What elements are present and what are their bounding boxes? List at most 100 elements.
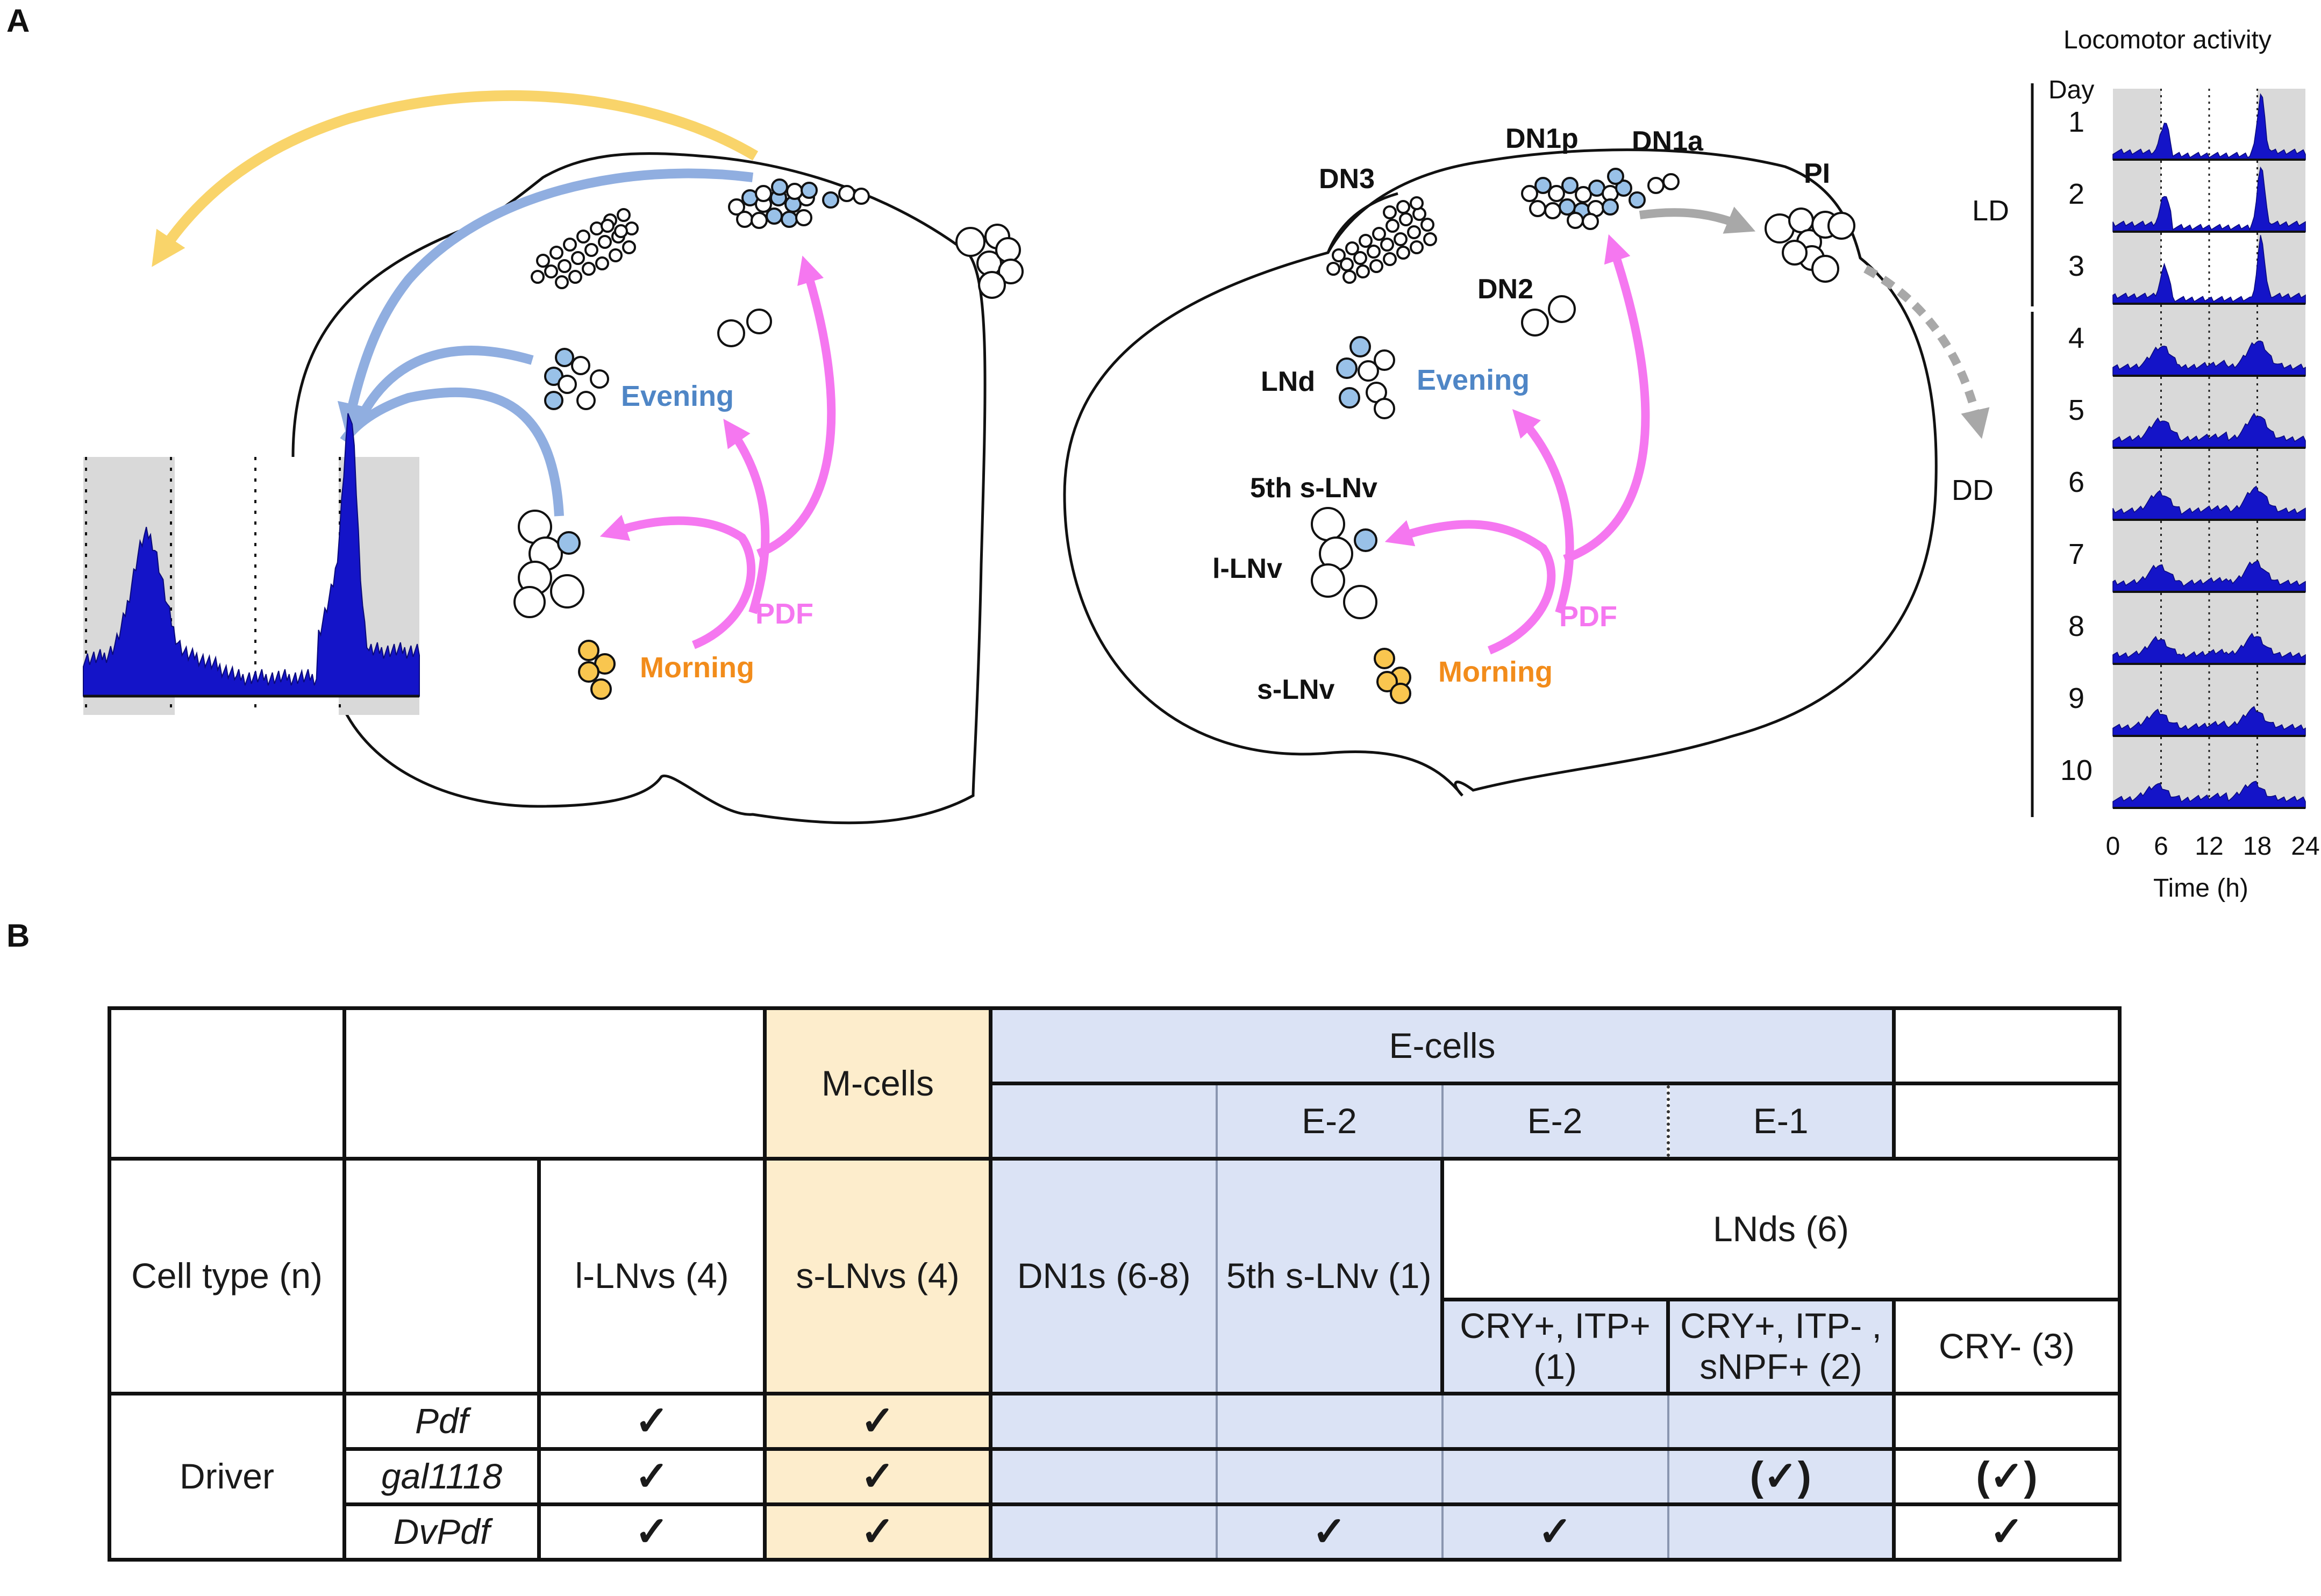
driver-name: gal1118 — [342, 1447, 541, 1506]
cell-type-row-1: Cell type (n) l-LNvs (4) s-LNvs (4) DN1s… — [108, 1157, 2122, 1395]
panel-label-a: A — [6, 3, 30, 39]
dn3-cell — [1353, 251, 1367, 265]
dn1s-cell: DN1s (6-8) — [989, 1157, 1218, 1395]
driver-row-pdf: Driver Pdf ✓ ✓ — [108, 1392, 2122, 1562]
dn3-cell — [582, 262, 596, 276]
s-lnv-cell — [1390, 683, 1411, 704]
dn1-cell — [1521, 185, 1538, 202]
dn3-cell — [1423, 232, 1437, 246]
dn2-label: DN2 — [1477, 274, 1533, 305]
dn3-cell — [1394, 232, 1408, 246]
dn1-cell — [1544, 202, 1561, 219]
pi-cell — [978, 271, 1006, 299]
gray-output-arrow — [1863, 264, 1990, 439]
pink-pdf-arrow-lnv — [599, 514, 756, 649]
actogram-row: 10 — [2060, 737, 2306, 809]
lnv-cell — [550, 574, 584, 609]
actogram-x-tick: 0 — [2106, 832, 2120, 861]
actogram-row: 4 — [2068, 305, 2306, 377]
left-pdf-label: PDF — [755, 598, 813, 630]
check-cell: ✓ — [537, 1392, 767, 1451]
left-brain-outline — [291, 152, 987, 825]
dn3-cell — [1326, 262, 1340, 276]
actogram-row: 1 — [2068, 89, 2306, 161]
e1-header: E-1 — [1666, 1082, 1896, 1161]
dn3-cell — [595, 256, 609, 270]
cell-type-blank — [342, 1157, 541, 1395]
driver-label: Driver — [108, 1392, 346, 1562]
s-lnv-cell — [578, 640, 599, 661]
dn1-cell — [771, 178, 788, 196]
dn1-cell — [1561, 177, 1579, 194]
dn1p-label: DN1p — [1505, 123, 1579, 154]
lnd-cell — [1358, 360, 1379, 382]
lnd-cell — [1349, 336, 1371, 357]
dn3-cell — [1345, 241, 1359, 255]
check-cell: (✓) — [1892, 1447, 2122, 1506]
check-cell: ✓ — [1441, 1502, 1669, 1562]
check-cell: ✓ — [763, 1392, 992, 1451]
right-brain-outline — [1063, 148, 1938, 797]
actogram-profile — [2112, 412, 2306, 448]
dn1-cell — [751, 212, 768, 229]
dn3-cell — [1386, 219, 1399, 233]
dn3-cell — [1372, 227, 1386, 241]
dd-label: DD — [1952, 474, 1994, 506]
e2-b-header: E-2 — [1441, 1082, 1669, 1161]
actogram-day-label: 8 — [2068, 610, 2084, 642]
check-cell — [1667, 1392, 1895, 1451]
yellow-feedback-arrow — [152, 90, 759, 267]
pi-cell — [995, 237, 1021, 263]
actogram-light-phase — [2161, 161, 2258, 232]
dn3-cell — [1369, 259, 1383, 273]
dn3-cell — [1396, 200, 1410, 214]
actogram-row: 2 — [2068, 161, 2306, 233]
lnv-cell — [1343, 585, 1377, 619]
panel-label-b: B — [6, 918, 30, 954]
actogram-row: 3 — [2068, 233, 2306, 305]
dn1-cell — [795, 209, 812, 226]
check-cell — [1441, 1447, 1669, 1506]
dn3-cell — [1399, 212, 1413, 226]
dn1-cell — [822, 191, 839, 209]
lnv-cell — [1311, 507, 1345, 541]
actogram-light-phase — [2161, 89, 2258, 160]
dn1-cell — [781, 211, 798, 228]
dn1-cell — [766, 207, 783, 225]
check-cell: ✓ — [537, 1447, 767, 1506]
actogram-light-phase — [2161, 233, 2258, 304]
check-cell: ✓ — [1892, 1502, 2122, 1562]
actogram-profile — [2112, 633, 2306, 664]
dn3-cell — [1396, 246, 1410, 260]
dn1-cell — [1629, 191, 1646, 209]
cry-itp-neg-cell: CRY+, ITP- , sNPF+ (2) — [1666, 1298, 1896, 1395]
actogram-profile — [2112, 166, 2306, 232]
dn3-cell — [555, 275, 569, 289]
actogram-title: Locomotor activity — [2063, 26, 2272, 54]
dn3-cell — [1410, 196, 1424, 210]
dn3-cell — [1359, 234, 1373, 248]
dn1-cell — [1548, 185, 1565, 202]
lnv-cell — [1311, 563, 1345, 598]
dn1-cell — [853, 188, 870, 205]
actogram-x-tick: 18 — [2243, 832, 2272, 861]
lnv-cell — [513, 586, 546, 618]
actogram-x-label: Time (h) — [2153, 874, 2248, 903]
e-blank-subheader — [989, 1082, 1218, 1161]
actogram-profile — [2112, 235, 2306, 304]
actogram-x-tick: 24 — [2291, 832, 2319, 861]
actogram-day-label: 10 — [2060, 754, 2093, 786]
lnd-cell — [1339, 387, 1360, 409]
lnd-cell — [590, 369, 609, 389]
s-lnv-cell — [1376, 671, 1398, 692]
lnv-cell — [557, 531, 581, 555]
pi-cell — [955, 227, 985, 257]
actogram-x-tick: 12 — [2195, 832, 2223, 861]
left-brain — [291, 152, 987, 825]
actogram-profile — [2112, 781, 2306, 808]
actogram-day-label: 4 — [2068, 322, 2084, 354]
pink-pdf-arrow-right-evening — [1512, 409, 1574, 614]
pink-pdf-arrow-dn1 — [756, 255, 836, 558]
dn1-cell — [1615, 180, 1632, 197]
